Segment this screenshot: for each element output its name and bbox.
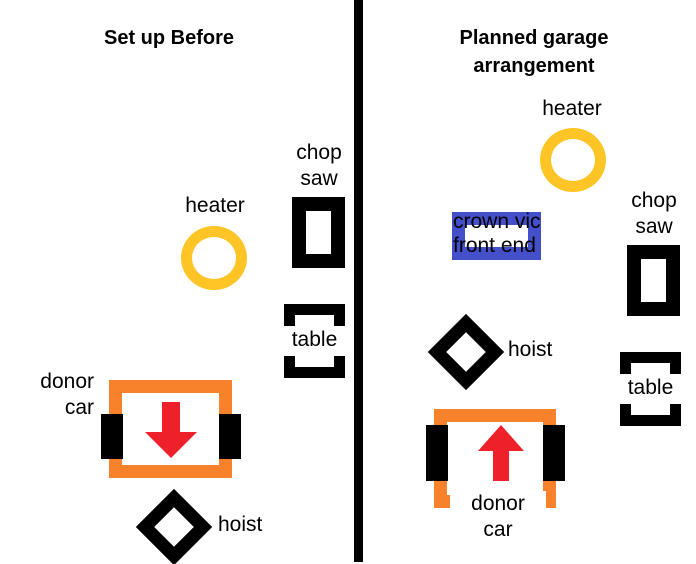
arrow-up-icon: [478, 425, 524, 481]
hoist-label-before: hoist: [218, 513, 263, 536]
table-icon-planned: table: [618, 352, 683, 426]
donor-car-label-planned: donor car: [450, 491, 546, 543]
wheel-front-left-planned: [426, 425, 448, 481]
chopsaw-icon-planned: [627, 245, 680, 316]
wheel-front-left-before: [101, 414, 123, 459]
wheel-front-right-planned: [543, 425, 565, 481]
arrow-down-icon: [145, 402, 197, 458]
panel-title-before: Set up Before: [103, 27, 235, 49]
table-label-planned: table: [627, 376, 674, 399]
table-edge-gap: [618, 374, 683, 404]
hoist-icon-before: [135, 488, 213, 564]
hoist-diamond-inner: [446, 332, 486, 372]
panel-divider: [354, 0, 363, 562]
wheel-front-right-before: [219, 414, 241, 459]
hoist-diamond-inner: [154, 507, 194, 547]
heater-icon-planned: [540, 128, 606, 192]
donor-car-label-before: donor car: [40, 370, 94, 419]
table-icon-before: table: [282, 304, 347, 378]
hoist-label-planned: hoist: [508, 338, 553, 361]
heater-label-planned: heater: [542, 97, 602, 120]
chopsaw-icon-before: [292, 197, 345, 268]
chopsaw-label-before: chop saw: [296, 141, 342, 190]
panel-title-planned: Planned garage arrangement: [459, 27, 609, 77]
direction-arrow-up-planned: [478, 425, 524, 481]
chopsaw-label-planned: chop saw: [631, 189, 677, 238]
crown-vic-front-end-icon: [452, 212, 541, 260]
crown-vic-front-end-label: crown vic front end: [453, 210, 541, 257]
hoist-diamond-outer: [427, 313, 505, 391]
table-label-before: table: [291, 328, 338, 351]
table-edge-gap: [282, 326, 347, 356]
heater-label-before: heater: [185, 194, 245, 217]
heater-icon-before: [181, 226, 247, 290]
hoist-diamond-outer: [135, 488, 213, 564]
hoist-icon-planned: [427, 313, 505, 391]
direction-arrow-down-before: [145, 402, 197, 458]
